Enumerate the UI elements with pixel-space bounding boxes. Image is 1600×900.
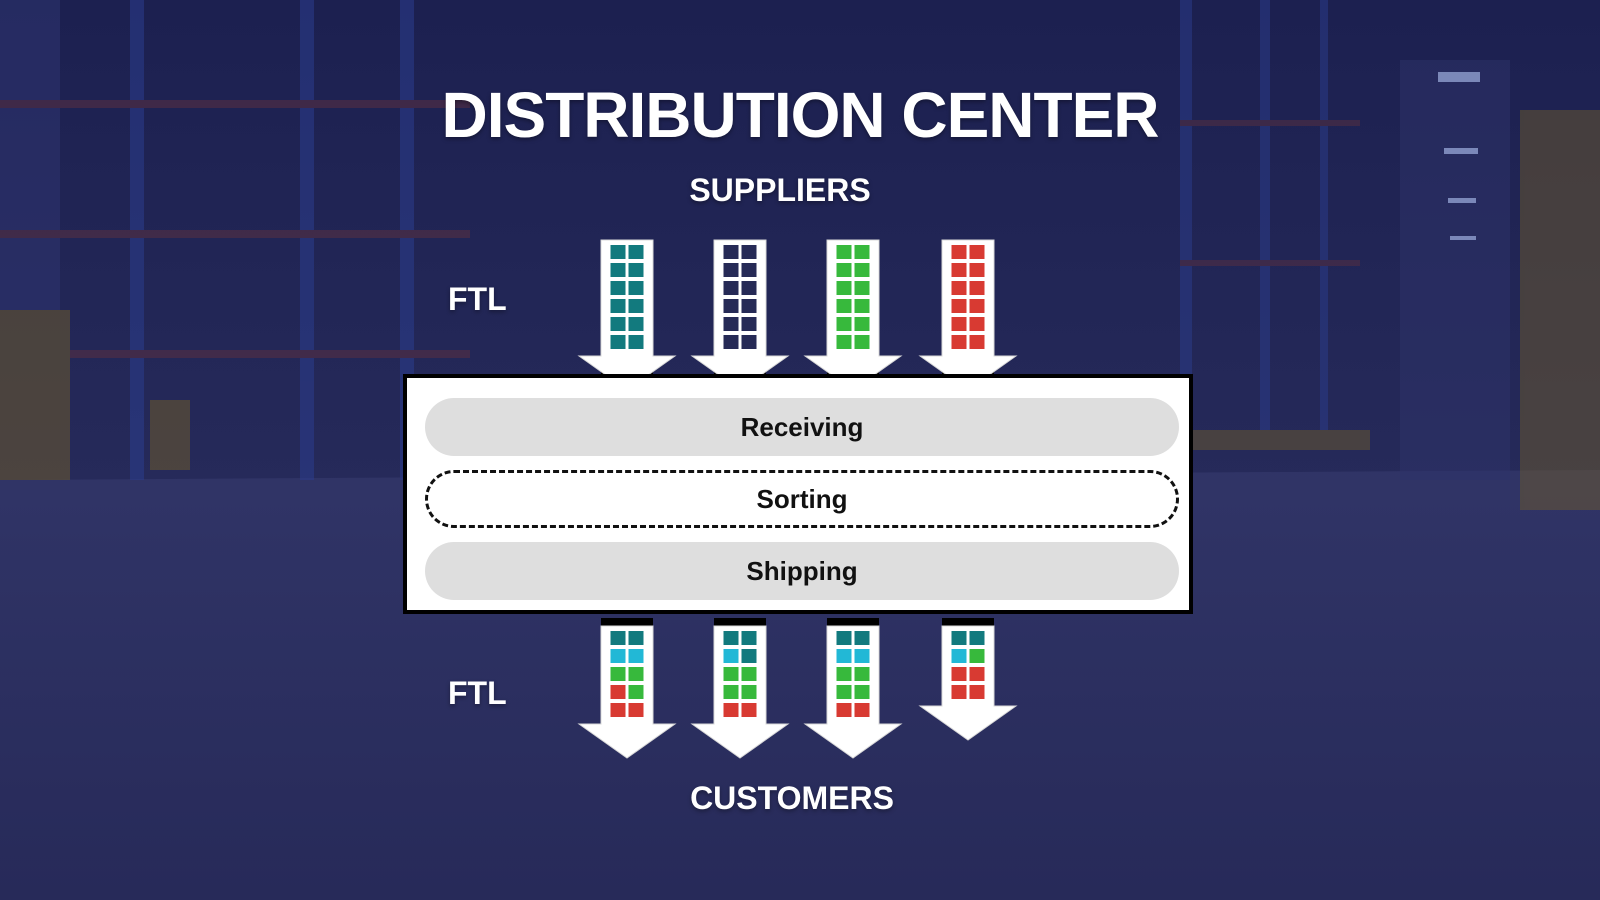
- customers-label: CUSTOMERS: [690, 780, 894, 816]
- inbound-ftl-label: FTL: [448, 281, 507, 317]
- process-step-shipping: Shipping: [425, 542, 1179, 600]
- diagram-title: DISTRIBUTION CENTER: [441, 79, 1160, 151]
- outbound-ftl-label: FTL: [448, 675, 507, 711]
- process-step-sorting: Sorting: [425, 470, 1179, 528]
- process-step-receiving: Receiving: [425, 398, 1179, 456]
- suppliers-label: SUPPLIERS: [689, 172, 871, 208]
- distribution-process-box: Receiving Sorting Shipping: [403, 374, 1193, 614]
